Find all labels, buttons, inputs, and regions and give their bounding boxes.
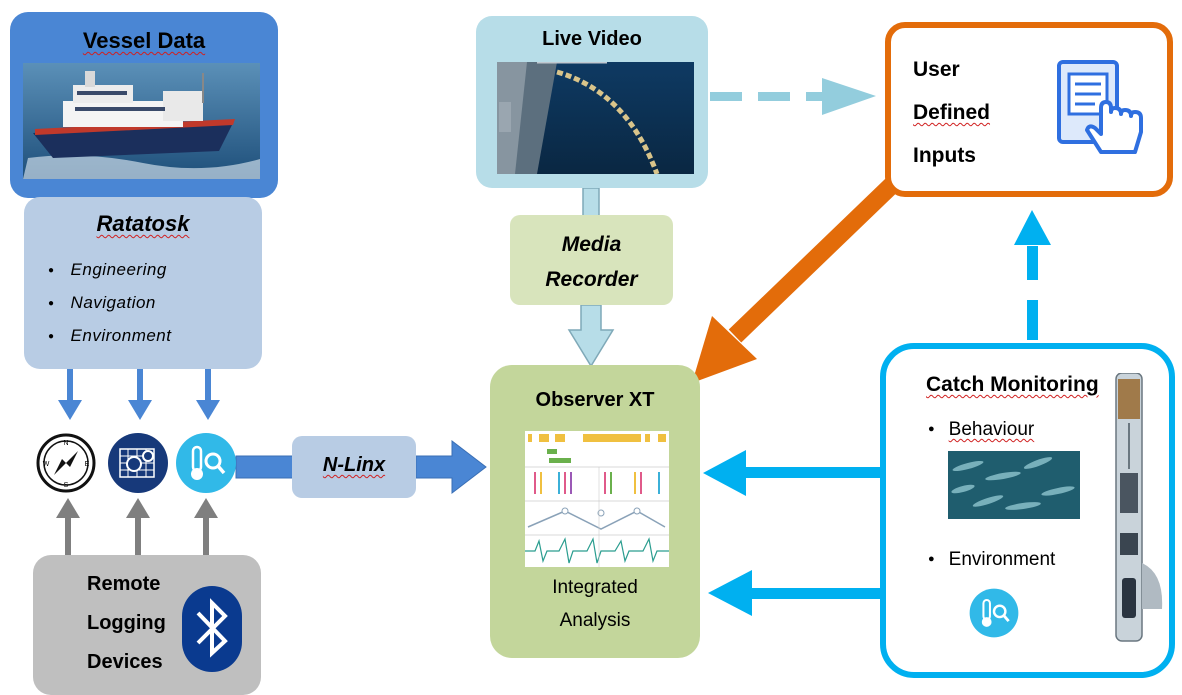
svg-text:N: N	[63, 440, 68, 447]
remote-logging-title: Remote Logging Devices	[87, 573, 166, 673]
engine-gears-icon	[106, 431, 170, 500]
vessel-photo	[23, 63, 260, 179]
sensor-device-image	[1108, 372, 1168, 648]
svg-text:W: W	[43, 461, 50, 468]
live-video-title: Live Video	[542, 28, 642, 50]
ratatosk-title: Ratatosk	[96, 211, 190, 236]
media-recorder-title: Media Recorder	[545, 233, 638, 291]
catch-monitoring-panel: Catch Monitoring ●Behaviour ●Environment	[880, 343, 1175, 678]
fish-school-photo	[948, 451, 1080, 519]
user-defined-inputs-panel: User Defined Inputs	[885, 22, 1173, 197]
list-item: ●Behaviour	[928, 419, 1035, 440]
live-video-photo	[497, 62, 694, 174]
user-defined-inputs-title: User Defined Inputs	[913, 58, 991, 167]
svg-text:S: S	[64, 482, 69, 489]
svg-text:E: E	[85, 461, 90, 468]
observer-caption: Integrated Analysis	[552, 577, 638, 631]
list-item: ●Environment	[928, 549, 1056, 570]
integrated-analysis-chart	[525, 431, 669, 567]
ratatosk-arrows	[58, 369, 220, 420]
ratatosk-panel: Ratatosk Engineering Navigation Environm…	[24, 197, 262, 369]
thermometer-search-icon	[174, 431, 238, 500]
catch-monitoring-title: Catch Monitoring	[926, 373, 1099, 396]
vessel-data-title: Vessel Data	[82, 28, 206, 53]
n-linx-box: N-Linx	[292, 436, 416, 498]
n-linx-label: N-Linx	[322, 454, 386, 476]
remote-logging-panel: Remote Logging Devices	[33, 555, 261, 695]
ratatosk-list: Engineering Navigation Environment	[64, 253, 171, 352]
touch-document-icon	[1055, 56, 1149, 165]
thermometer-search-icon	[968, 587, 1020, 644]
bluetooth-icon	[181, 585, 243, 678]
list-item: Navigation	[64, 286, 171, 319]
compass-icon: N S W E	[34, 431, 98, 500]
observer-xt-title: Observer XT	[535, 389, 655, 411]
media-recorder-box: Media Recorder	[510, 215, 673, 305]
remote-arrows	[56, 498, 218, 557]
list-item: Environment	[64, 319, 171, 352]
list-item: Engineering	[64, 253, 171, 286]
